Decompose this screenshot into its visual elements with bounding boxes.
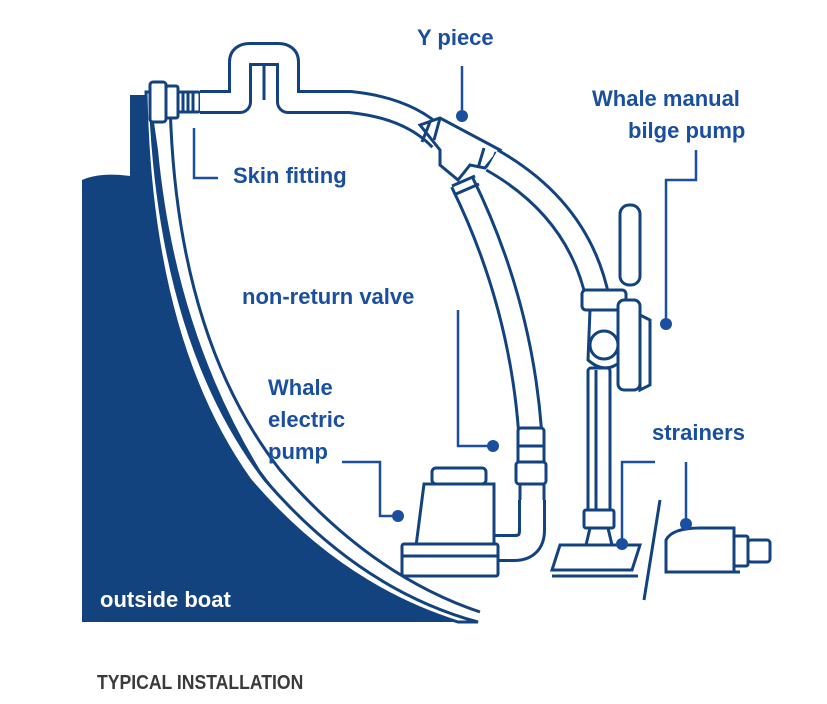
label-manual-pump-line2: bilge pump — [628, 118, 745, 143]
outside-boat-area — [82, 95, 470, 622]
callout-lines — [192, 66, 698, 540]
non-return-valve — [514, 426, 548, 504]
skin-fitting — [148, 80, 202, 124]
label-electric-pump-line2: electric — [268, 407, 345, 432]
figure-caption: TYPICAL INSTALLATION — [97, 672, 304, 694]
side-strainer — [664, 526, 772, 574]
strainer-divider — [642, 499, 662, 601]
electric-pump — [400, 466, 500, 578]
label-skin-fitting: Skin fitting — [233, 163, 347, 188]
y-piece — [417, 116, 503, 183]
hull-shell — [144, 90, 479, 624]
manual-bilge-pump — [580, 203, 652, 530]
callout-dots — [392, 110, 692, 550]
label-y-piece: Y piece — [417, 25, 494, 50]
label-electric-pump-line3: pump — [268, 439, 328, 464]
label-electric-pump-line1: Whale — [268, 375, 333, 400]
label-outside-boat: outside boat — [100, 587, 231, 612]
label-manual-pump-line1: Whale manual — [592, 86, 740, 111]
label-strainers: strainers — [652, 420, 745, 445]
label-non-return-valve: non-return valve — [242, 284, 414, 309]
manual-strainer — [549, 526, 643, 578]
